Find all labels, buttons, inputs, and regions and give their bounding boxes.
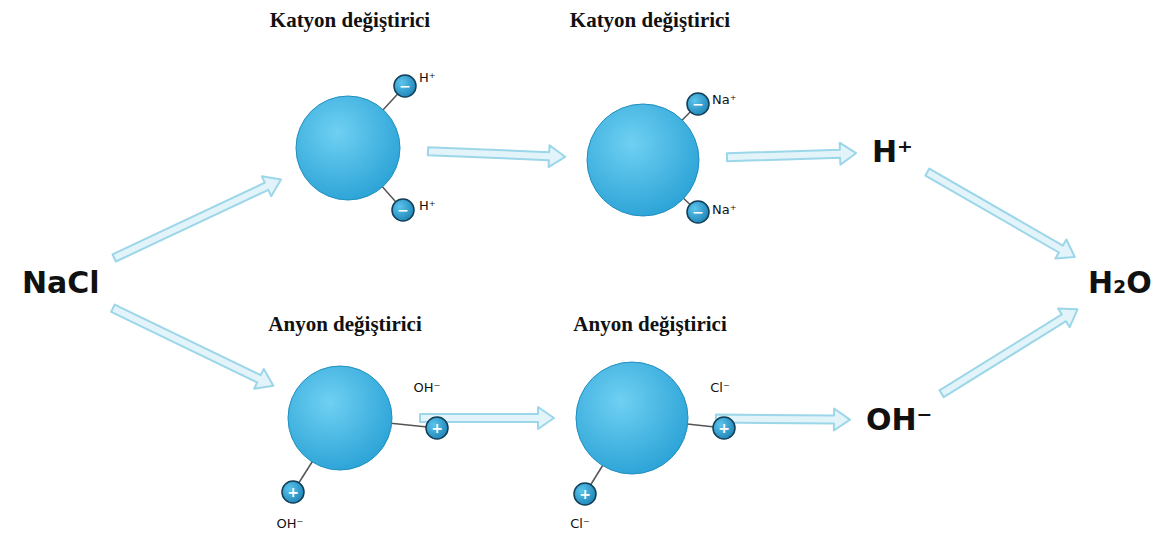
species-label: H₂O	[1084, 263, 1156, 303]
species-text: H⁺	[868, 132, 917, 172]
exchanger-heading: Anyon değiştirici	[268, 312, 421, 336]
flow-arrow	[716, 409, 850, 431]
species-label: NaCl	[18, 263, 104, 303]
resin-bead	[587, 104, 699, 216]
exchanger-heading: Katyon değiştirici	[570, 8, 730, 32]
ion-label: OH⁻	[414, 380, 441, 396]
ion-label: H⁺	[419, 198, 436, 214]
resin-bead	[296, 96, 400, 200]
charge-sign: +	[713, 417, 735, 439]
charge-sign: +	[426, 417, 448, 439]
ion-exchanger: Anyon değiştirici+OH⁻+OH⁻	[288, 366, 392, 470]
ion-label: Na⁺	[712, 92, 737, 108]
species-text: H₂O	[1084, 263, 1156, 303]
species-text: OH⁻	[862, 400, 936, 440]
charge-sign: −	[687, 201, 709, 223]
species-label: H⁺	[868, 132, 917, 172]
species-text: NaCl	[18, 263, 104, 303]
charge-sign: +	[282, 481, 304, 503]
flow-arrow	[428, 145, 565, 167]
resin-bead	[288, 366, 392, 470]
flow-arrow	[925, 169, 1074, 259]
flow-arrow	[940, 308, 1078, 397]
ion-label: OH⁻	[277, 516, 304, 532]
flow-arrow	[113, 176, 282, 261]
charge-sign: +	[574, 483, 596, 505]
charge-sign: −	[394, 75, 416, 97]
flow-arrow	[111, 305, 273, 389]
ion-label: H⁺	[419, 70, 436, 86]
ion-exchanger: Katyon değiştirici−H⁺−H⁺	[296, 96, 400, 200]
charge-sign: −	[392, 199, 414, 221]
species-label: OH⁻	[862, 400, 936, 440]
exchanger-heading: Katyon değiştirici	[270, 8, 430, 32]
ion-label: Cl⁻	[570, 516, 590, 532]
ion-exchanger: Katyon değiştirici−Na⁺−Na⁺	[587, 104, 699, 216]
ion-label: Cl⁻	[710, 380, 730, 396]
flow-arrow	[727, 143, 856, 165]
ion-label: Na⁺	[712, 202, 737, 218]
ion-exchanger: Anyon değiştirici+Cl⁻+Cl⁻	[576, 362, 688, 474]
exchanger-heading: Anyon değiştirici	[573, 312, 726, 336]
charge-sign: −	[687, 93, 709, 115]
resin-bead	[576, 362, 688, 474]
